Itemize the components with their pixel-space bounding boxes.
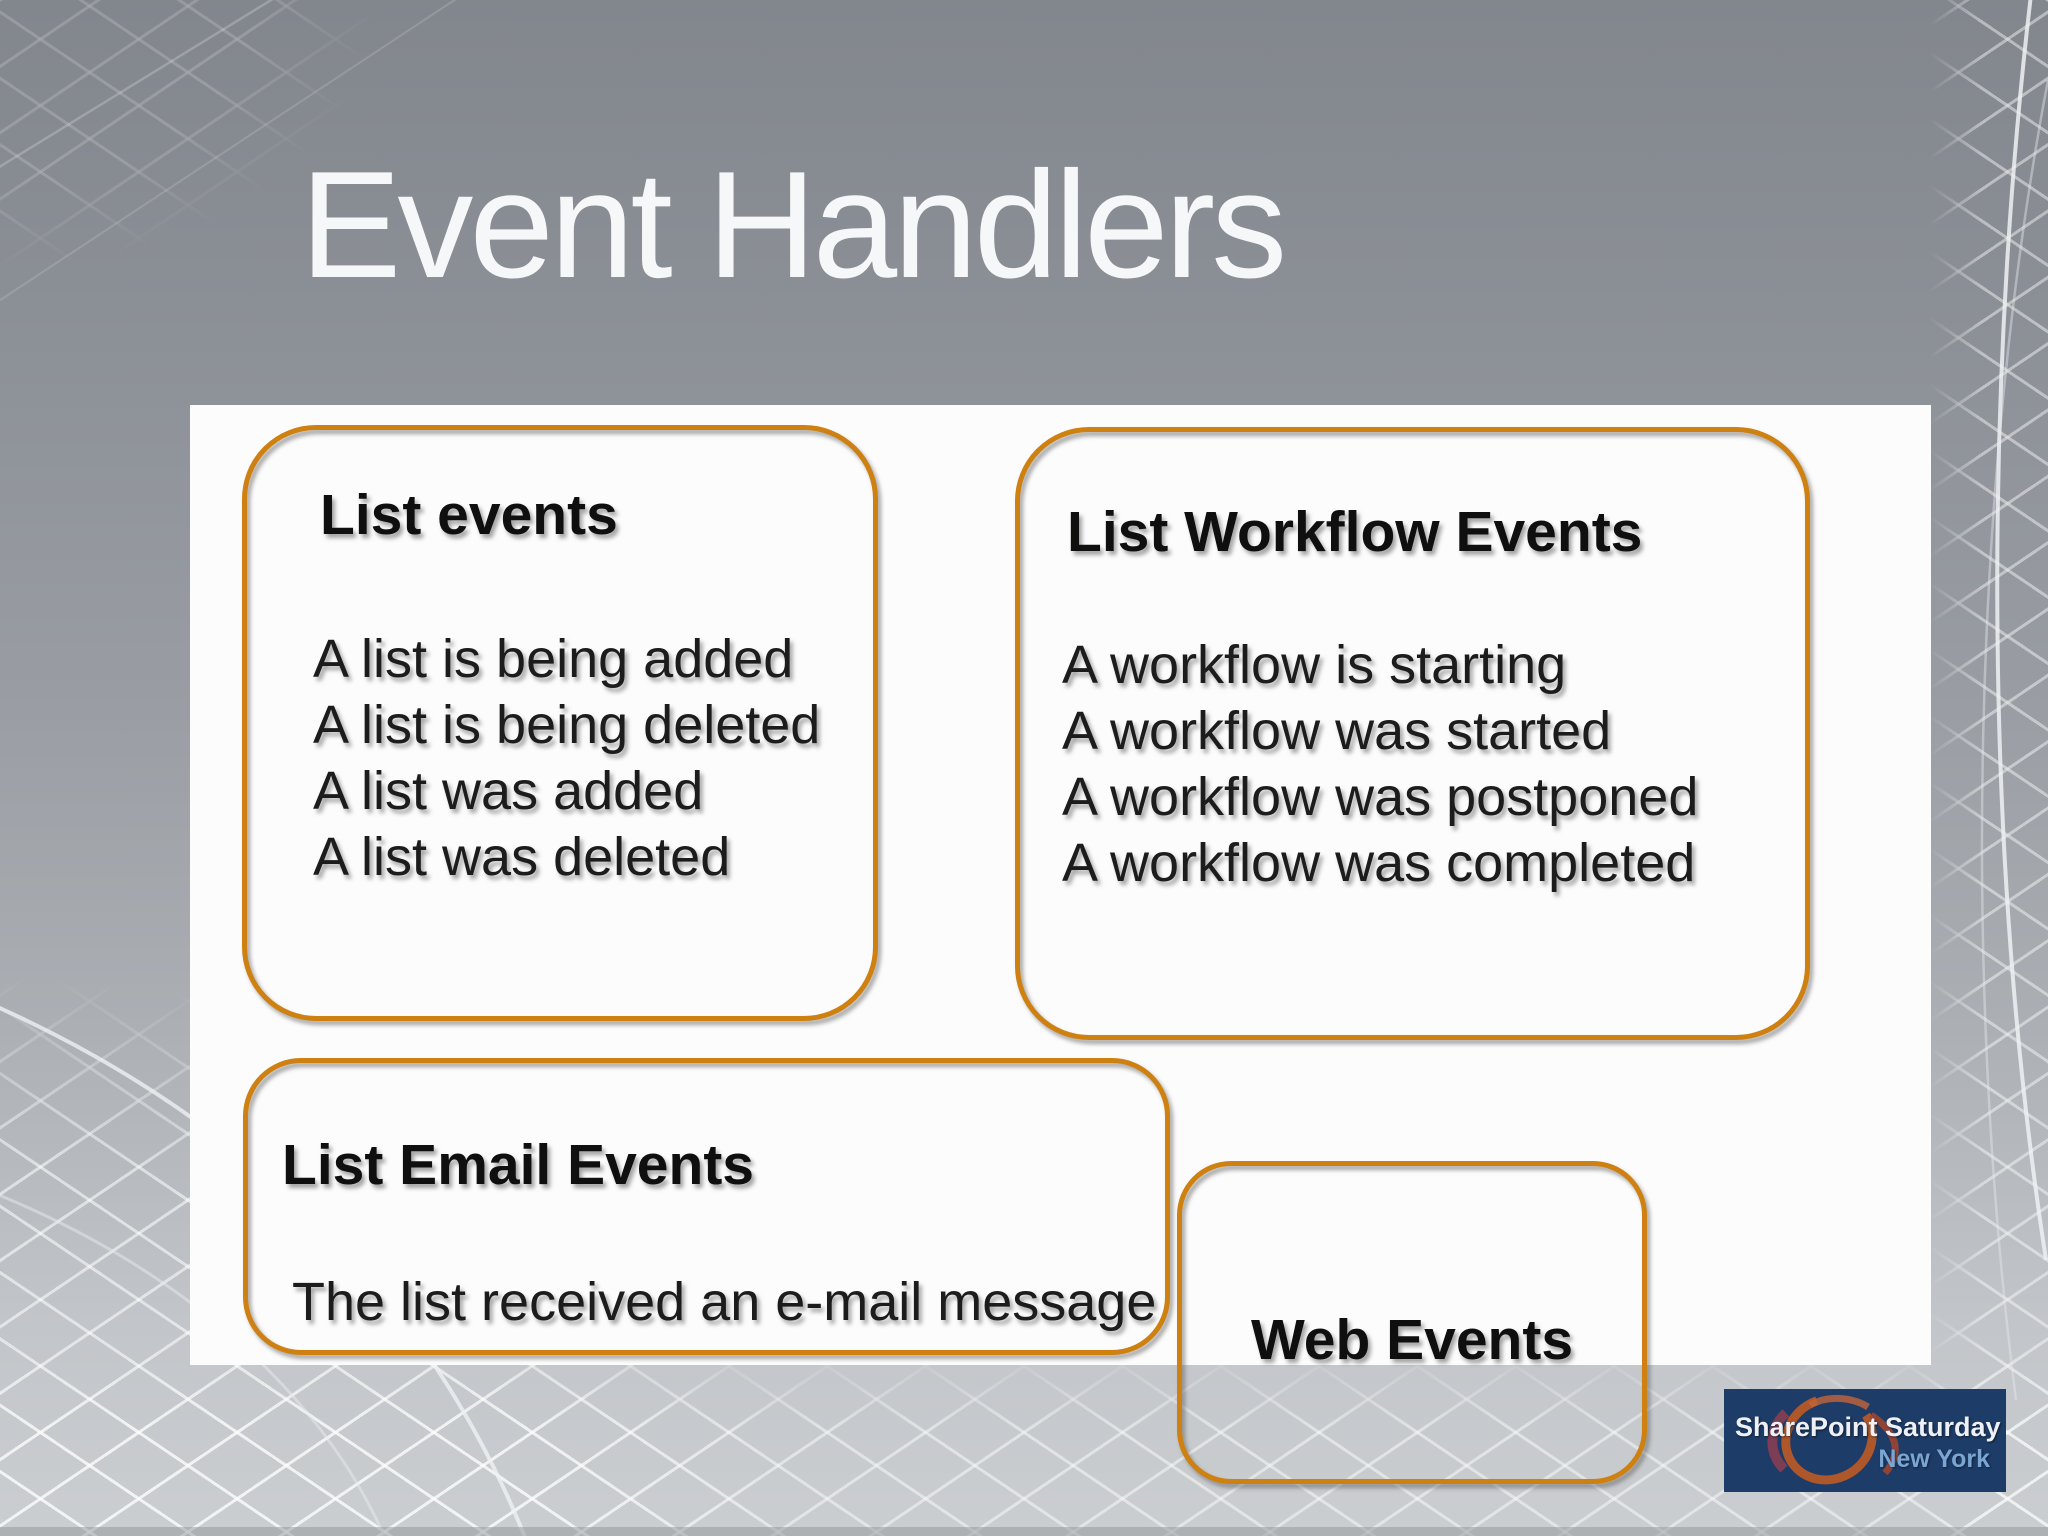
box-list-events-body: A list is being added A list is being de… xyxy=(313,626,820,890)
box-web-events: Web Events xyxy=(1177,1161,1647,1484)
box-list-workflow-events: List Workflow Events A workflow is start… xyxy=(1015,427,1810,1040)
box-list-workflow-events-body: A workflow is starting A workflow was st… xyxy=(1062,632,1698,896)
box-web-events-title: Web Events xyxy=(1250,1308,1574,1372)
slide-bottom-edge xyxy=(0,1527,2048,1536)
list-item: A workflow is starting xyxy=(1062,635,1567,695)
box-list-email-events-title: List Email Events xyxy=(282,1133,755,1197)
list-item: The list received an e-mail message xyxy=(292,1272,1157,1332)
list-item: A workflow was completed xyxy=(1062,833,1696,893)
list-item: A list is being added xyxy=(313,629,794,689)
box-list-events-title: List events xyxy=(320,483,618,547)
logo-subtitle: New York xyxy=(1878,1445,1990,1473)
box-list-events: List events A list is being added A list… xyxy=(242,425,878,1021)
list-item: A list is being deleted xyxy=(313,695,821,755)
logo-swirl-icon xyxy=(1767,1393,1899,1485)
list-item: A workflow was started xyxy=(1062,701,1612,761)
box-list-workflow-events-title: List Workflow Events xyxy=(1067,500,1643,564)
box-list-email-events: List Email Events The list received an e… xyxy=(243,1058,1170,1355)
logo-title: SharePoint Saturday xyxy=(1735,1412,2001,1442)
box-list-email-events-body: The list received an e-mail message xyxy=(292,1269,1156,1335)
sharepoint-saturday-logo: SharePoint Saturday New York xyxy=(1724,1389,2006,1492)
slide-title: Event Handlers xyxy=(300,140,1287,310)
list-item: A list was deleted xyxy=(313,827,731,887)
list-item: A workflow was postponed xyxy=(1062,767,1699,827)
list-item: A list was added xyxy=(313,761,704,821)
